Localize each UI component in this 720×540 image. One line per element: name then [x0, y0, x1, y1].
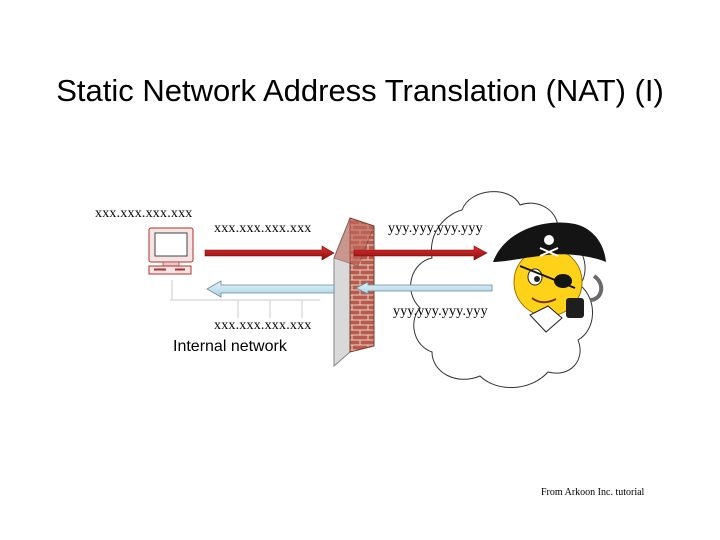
source-credit: From Arkoon Inc. tutorial	[541, 487, 645, 498]
internal-network-label: Internal network	[173, 338, 287, 355]
incoming-arrow-external	[355, 281, 493, 295]
outgoing-translated-address: yyy.yyy.yyy.yyy	[388, 221, 483, 236]
computer-icon	[148, 227, 194, 275]
lan-lines	[170, 280, 320, 318]
incoming-source-address: yyy.yyy.yyy.yyy	[393, 304, 488, 319]
outgoing-arrow-external	[353, 245, 488, 261]
outgoing-arrow-internal	[204, 245, 335, 261]
pirate-icon	[493, 222, 606, 333]
internal-host-address: xxx.xxx.xxx.xxx	[95, 206, 193, 221]
incoming-arrow-internal	[206, 280, 335, 298]
outgoing-source-address: xxx.xxx.xxx.xxx	[214, 221, 312, 236]
incoming-translated-address: xxx.xxx.xxx.xxx	[214, 318, 312, 333]
slide-title: Static Network Address Translation (NAT)…	[56, 73, 664, 108]
